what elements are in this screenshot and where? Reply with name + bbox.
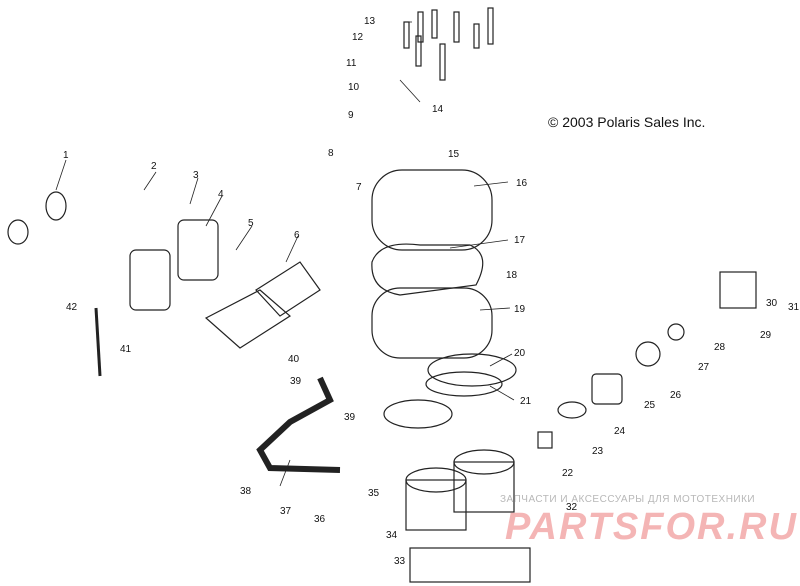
callout-18: 18 [506,270,518,281]
callout-6: 6 [294,230,300,241]
head-gasket [383,353,517,429]
callout-39-upper: 39 [344,412,356,423]
callout-22: 22 [562,468,574,479]
callout-30: 30 [766,298,778,309]
long-rod [94,307,102,377]
water-hose [256,376,341,473]
callout-40: 40 [288,354,300,365]
callout-labels: 1 2 3 4 5 6 7 8 9 10 11 12 13 14 15 16 1… [63,16,800,567]
callout-1: 1 [63,150,69,161]
callout-29: 29 [760,330,772,341]
callout-9: 9 [348,110,354,121]
reed-valve-flange [129,219,321,349]
callout-24: 24 [614,426,626,437]
callout-15: 15 [448,149,460,160]
callout-16: 16 [516,178,528,189]
callout-3: 3 [193,170,199,181]
callout-35: 35 [368,488,380,499]
callout-17: 17 [514,235,526,246]
callout-31: 31 [788,302,800,313]
callout-20: 20 [514,348,526,359]
callout-5: 5 [248,218,254,229]
callout-14: 14 [432,104,444,115]
callout-8: 8 [328,148,334,159]
water-pump-assembly [537,271,757,449]
callout-4: 4 [218,189,224,200]
callout-28: 28 [714,342,726,353]
watermark-tagline: ЗАПЧАСТИ И АКСЕССУАРЫ ДЛЯ МОТОТЕХНИКИ [500,494,756,505]
leader-lines [55,21,515,487]
copyright-text: © 2003 Polaris Sales Inc. [548,114,706,130]
callout-2: 2 [151,161,157,172]
callout-10: 10 [348,82,360,93]
callout-21: 21 [520,396,532,407]
callout-25: 25 [644,400,656,411]
callout-11: 11 [346,58,357,69]
callout-32: 32 [566,502,578,513]
callout-38: 38 [240,486,252,497]
hose-clamp [7,191,67,245]
callout-36: 36 [314,514,326,525]
callout-19: 19 [514,304,526,315]
callout-42: 42 [66,302,78,313]
cylinder-head-cover [371,169,493,359]
watermark-brand: PARTSFOR.RU [505,506,798,548]
callout-37: 37 [280,506,292,517]
callout-26: 26 [670,390,682,401]
callout-39-lower: 39 [290,376,302,387]
cylinder-block [405,449,531,583]
callout-34: 34 [386,530,398,541]
callout-13: 13 [364,16,376,27]
callout-7: 7 [356,182,362,193]
callout-12: 12 [352,32,364,43]
callout-27: 27 [698,362,710,373]
callout-41: 41 [120,344,132,355]
callout-23: 23 [592,446,604,457]
bolt-group-top [403,7,494,81]
callout-33: 33 [394,556,406,567]
